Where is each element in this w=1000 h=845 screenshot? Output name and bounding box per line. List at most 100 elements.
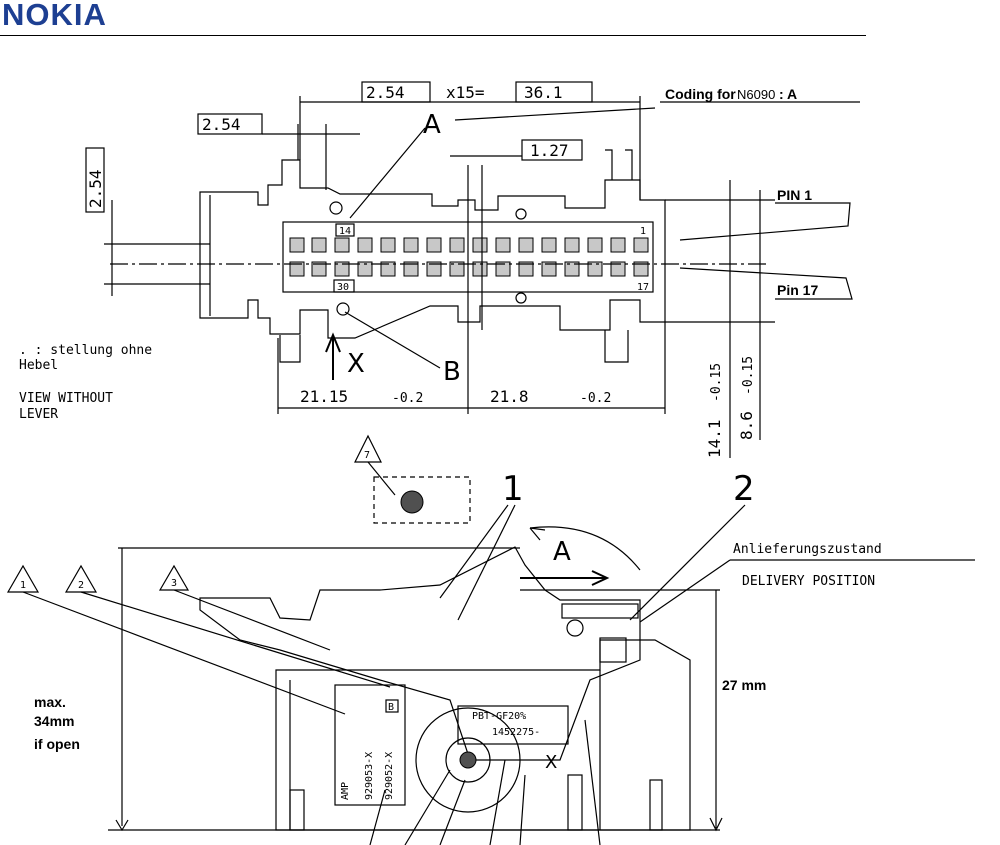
dim-pitch-left-box bbox=[197, 113, 263, 135]
header-divider bbox=[0, 35, 866, 36]
dim-pitch-box bbox=[361, 81, 431, 103]
bottom-leaders bbox=[369, 719, 601, 845]
label-part-a: 929053-X bbox=[364, 752, 375, 800]
dim-left-width: 21.15 bbox=[300, 387, 348, 406]
pin1-leader bbox=[679, 202, 851, 241]
latch-hole bbox=[566, 619, 584, 637]
part-2-leader bbox=[629, 504, 746, 621]
dim-vert-lines bbox=[104, 200, 210, 296]
marker-30-box bbox=[333, 279, 355, 293]
dim-multiplier: x15= bbox=[446, 83, 485, 102]
label-b-box bbox=[385, 699, 399, 713]
dim-pitch-left-ext bbox=[297, 124, 327, 190]
side-housing bbox=[275, 639, 691, 831]
arrow-a bbox=[520, 570, 610, 586]
delivery-leader bbox=[639, 559, 731, 623]
top-hole-3 bbox=[515, 292, 527, 304]
lever-arc-arrow bbox=[529, 527, 546, 541]
slot-2 bbox=[567, 774, 583, 831]
top-hole-2 bbox=[515, 208, 527, 220]
dim-pitch-left: 2.54 bbox=[202, 115, 241, 134]
part-1-leader bbox=[439, 504, 509, 599]
height-label: 27 mm bbox=[722, 677, 766, 693]
view-en-line2: LEVER bbox=[19, 407, 58, 422]
top-tab-left bbox=[279, 335, 301, 363]
dim-height-ext bbox=[665, 199, 775, 323]
dim-total-ext bbox=[299, 96, 641, 200]
dim-width-ext bbox=[277, 322, 666, 414]
dim-height-2-tol: -0.15 bbox=[741, 356, 756, 395]
pin1-label: PIN 1 bbox=[777, 187, 812, 203]
height-27-line bbox=[709, 590, 723, 832]
top-tab-right bbox=[604, 330, 629, 363]
view-en-line1: VIEW WITHOUT bbox=[19, 391, 113, 406]
nokia-logo: NOKIA bbox=[2, 0, 107, 30]
top-pin-row-2 bbox=[289, 261, 649, 277]
pin17-label: Pin 17 bbox=[777, 282, 818, 298]
max-line2: 34mm bbox=[34, 713, 74, 729]
callout-7: 7 bbox=[364, 450, 370, 461]
label-brand: AMP bbox=[340, 782, 351, 800]
callout-7-leader bbox=[367, 461, 396, 496]
slot-3 bbox=[649, 779, 663, 831]
leader-a-left bbox=[349, 127, 426, 219]
marker-17: 17 bbox=[637, 282, 649, 293]
lever-arc bbox=[529, 526, 641, 571]
top-hole-1 bbox=[329, 201, 343, 215]
latch-box bbox=[599, 637, 627, 663]
callout-3: 3 bbox=[171, 578, 177, 589]
callout-1: 1 bbox=[20, 580, 26, 591]
coding-prefix: Coding for bbox=[665, 86, 736, 102]
side-lever bbox=[199, 546, 641, 761]
top-label-x: X bbox=[347, 349, 365, 379]
detail-box bbox=[373, 476, 471, 524]
top-label-a: A bbox=[423, 110, 441, 140]
top-pin-right bbox=[605, 149, 633, 180]
marker-30: 30 bbox=[337, 282, 349, 293]
lever-latch bbox=[561, 603, 639, 619]
pin17-leader bbox=[679, 267, 853, 300]
dim-height-1: 14.1 bbox=[705, 419, 724, 458]
dim-right-width: 21.8 bbox=[490, 387, 529, 406]
top-label-b: B bbox=[443, 357, 461, 387]
coding-suffix: : A bbox=[779, 86, 797, 102]
dim-total-box bbox=[515, 81, 593, 103]
label-small-2: 1452275- bbox=[492, 727, 540, 738]
detail-gear bbox=[400, 490, 424, 514]
top-pin-row-1 bbox=[289, 237, 649, 253]
dim-height-2: 8.6 bbox=[737, 411, 756, 440]
gear-center bbox=[459, 751, 477, 769]
height-max-line bbox=[115, 548, 129, 832]
callout-2: 2 bbox=[78, 580, 84, 591]
part-1-leader-2 bbox=[457, 504, 516, 621]
dim-left-tol: -0.2 bbox=[392, 391, 423, 406]
arrow-x bbox=[325, 332, 341, 380]
coding-model: N6090 bbox=[737, 87, 775, 102]
top-view: 14 30 1 17 2.54 x15= 36.1 2.54 1.27 2.54… bbox=[19, 81, 860, 458]
max-line3: if open bbox=[34, 736, 80, 752]
part-1: 1 bbox=[502, 469, 524, 509]
side-label-x: X bbox=[545, 752, 557, 773]
side-label-a: A bbox=[553, 537, 571, 567]
dim-height-1-tol: -0.15 bbox=[709, 363, 724, 402]
callout-1-leader bbox=[22, 591, 346, 715]
label-b-mark: B bbox=[388, 702, 394, 713]
delivery-de: Anlieferungszustand bbox=[733, 542, 882, 557]
gear-hub bbox=[445, 737, 491, 783]
callout-2-leader bbox=[80, 591, 391, 688]
view-de-line1: . : stellung ohne bbox=[19, 343, 152, 358]
dim-right-tol: -0.2 bbox=[580, 391, 611, 406]
marker-14: 14 bbox=[339, 226, 351, 237]
marker-1: 1 bbox=[640, 226, 646, 237]
dim-pitch: 2.54 bbox=[366, 83, 405, 102]
leader-b bbox=[344, 311, 441, 369]
label-part-b: 929052-X bbox=[384, 752, 395, 800]
marker-14-box bbox=[335, 223, 355, 237]
delivery-en: DELIVERY POSITION bbox=[742, 574, 875, 589]
part-2: 2 bbox=[733, 469, 755, 509]
top-hole-b bbox=[336, 302, 350, 316]
gear-wheel bbox=[415, 707, 521, 813]
dim-half-box bbox=[521, 139, 583, 161]
dim-vert-box bbox=[85, 147, 105, 213]
